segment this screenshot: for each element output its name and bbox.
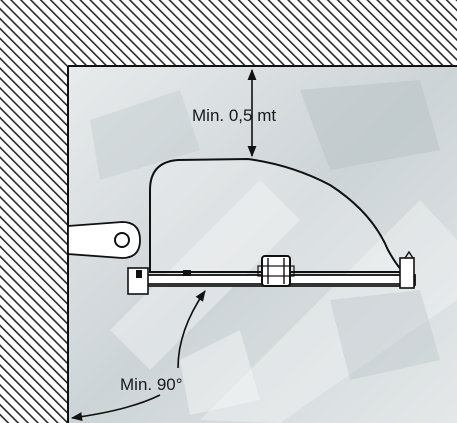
- wall-hatch-top: [0, 0, 457, 66]
- hood-outline: [149, 157, 408, 273]
- angle-arc: [177, 290, 206, 369]
- angle-label: Min. 90°: [120, 375, 183, 394]
- pivot-icon: [114, 232, 130, 248]
- clearance-label: Min. 0,5 mt: [192, 106, 276, 125]
- angle-arc-lower: [70, 394, 161, 422]
- center-unit: [257, 255, 295, 287]
- wall-hatch-left: [0, 0, 68, 423]
- background-photo: [68, 66, 457, 423]
- wall-mount-arm: [67, 221, 141, 259]
